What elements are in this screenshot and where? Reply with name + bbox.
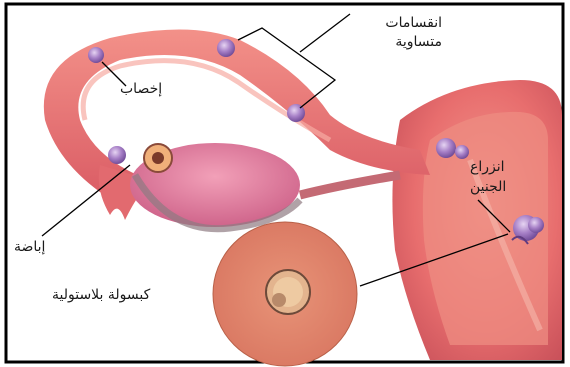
label-ovulation: إباضة (14, 238, 45, 256)
zygote-cell (217, 39, 235, 57)
label-blastocyst: كبسولة بلاستولية (52, 286, 150, 304)
fertilized-egg (88, 47, 104, 63)
morula (436, 138, 456, 158)
label-equal-divisions-line2: متساوية (395, 33, 442, 51)
label-equal-divisions-line1: انقسامات (385, 14, 442, 32)
label-implantation-line2: الجنين (470, 178, 506, 196)
label-fertilization: إخصاب (120, 80, 162, 98)
label-implantation-line1: انزراع (470, 158, 505, 176)
ovulated-oocyte (108, 146, 126, 164)
